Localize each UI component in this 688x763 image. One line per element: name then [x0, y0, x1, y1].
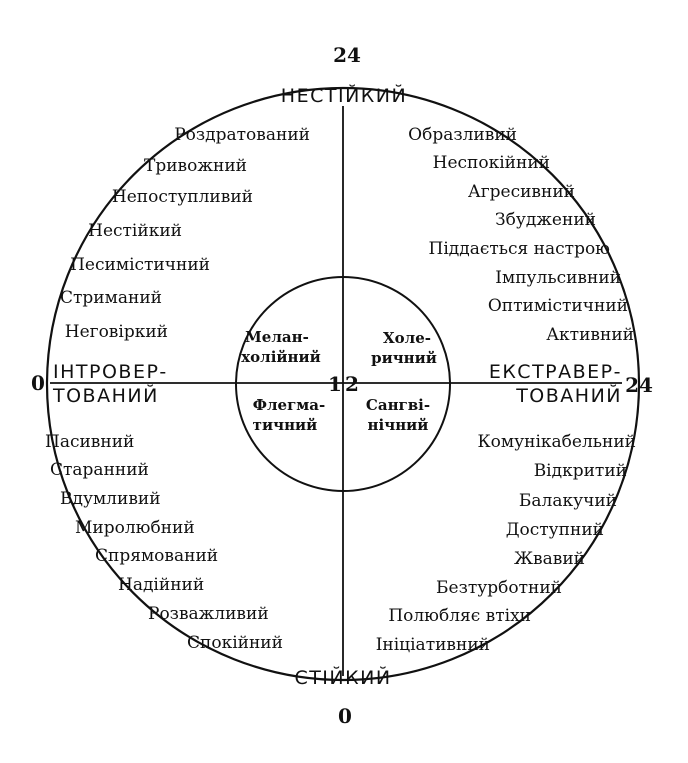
scale-center-right: 2 [345, 372, 359, 396]
trait-lower-left: Старанний [50, 460, 149, 480]
trait-lower-right: Комунікабельний [478, 432, 637, 452]
trait-lower-right: Відкритий [534, 461, 627, 481]
trait-upper-right: Збуджений [495, 210, 596, 230]
temperament-phlegmatic-line1: Флегма- [253, 396, 326, 414]
axis-left-label-line2: ТОВАНИЙ [52, 384, 159, 407]
trait-upper-right: Агресивний [468, 182, 575, 202]
axis-bottom-label: СТІЙКИЙ [294, 666, 391, 689]
trait-upper-right: Активний [546, 325, 634, 345]
trait-lower-left: Спокійний [187, 633, 283, 653]
scale-left: 0 [31, 371, 45, 395]
axis-top-label: НЕСТІЙКИЙ [281, 84, 407, 107]
scale-right: 24 [625, 373, 653, 397]
temperament-melancholic-line2: холійний [241, 348, 321, 366]
trait-lower-right: Доступний [506, 520, 604, 540]
trait-upper-right: Оптимістичний [488, 296, 628, 316]
trait-lower-left: Спрямований [95, 546, 218, 566]
trait-upper-right: Піддається настрою [429, 239, 611, 259]
trait-lower-right: Жвавий [514, 549, 585, 569]
trait-upper-right: Образливий [408, 125, 517, 145]
temperament-sanguine-line1: Сангві- [366, 396, 430, 414]
trait-upper-left: Стриманий [60, 288, 162, 308]
trait-lower-right: Ініціативний [376, 635, 490, 655]
trait-lower-left: Пасивний [45, 432, 134, 452]
trait-lower-left: Розважливий [148, 604, 269, 624]
outer-circle [45, 86, 641, 682]
scale-top: 24 [333, 43, 361, 67]
axis-right-label-line1: ЕКСТРАВЕР- [489, 361, 622, 383]
scale-center-left: 1 [328, 372, 342, 396]
trait-lower-left: Вдумливий [60, 489, 161, 509]
temperament-sanguine-line2: нічний [368, 416, 429, 434]
trait-lower-right: Полюбляє втіхи [388, 606, 531, 626]
trait-upper-left: Тривожний [144, 156, 247, 176]
temperament-choleric-line2: ричний [371, 349, 437, 367]
temperament-melancholic-line1: Мелан- [245, 328, 309, 346]
trait-lower-right: Балакучий [519, 491, 617, 511]
trait-lower-right: Безтурботний [436, 578, 562, 598]
trait-upper-left: Непоступливий [112, 187, 253, 207]
trait-upper-left: Нестійкий [88, 221, 182, 241]
trait-upper-left: Песимістичний [70, 255, 210, 275]
trait-upper-right: Неспокійний [433, 153, 550, 173]
temperament-choleric-line1: Холе- [383, 329, 431, 347]
scale-bottom: 0 [338, 704, 352, 728]
trait-upper-right: Імпульсивний [495, 268, 621, 288]
trait-upper-left: Неговіркий [65, 322, 168, 342]
trait-lower-left: Надійний [118, 575, 204, 595]
axis-right-label-line2: ТОВАНИЙ [515, 384, 622, 407]
trait-lower-left: Миролюбний [75, 518, 195, 538]
temperament-phlegmatic-line2: тичний [253, 416, 318, 434]
trait-upper-left: Роздратований [174, 125, 310, 145]
axis-left-label-line1: ІНТРОВЕР- [53, 361, 168, 383]
